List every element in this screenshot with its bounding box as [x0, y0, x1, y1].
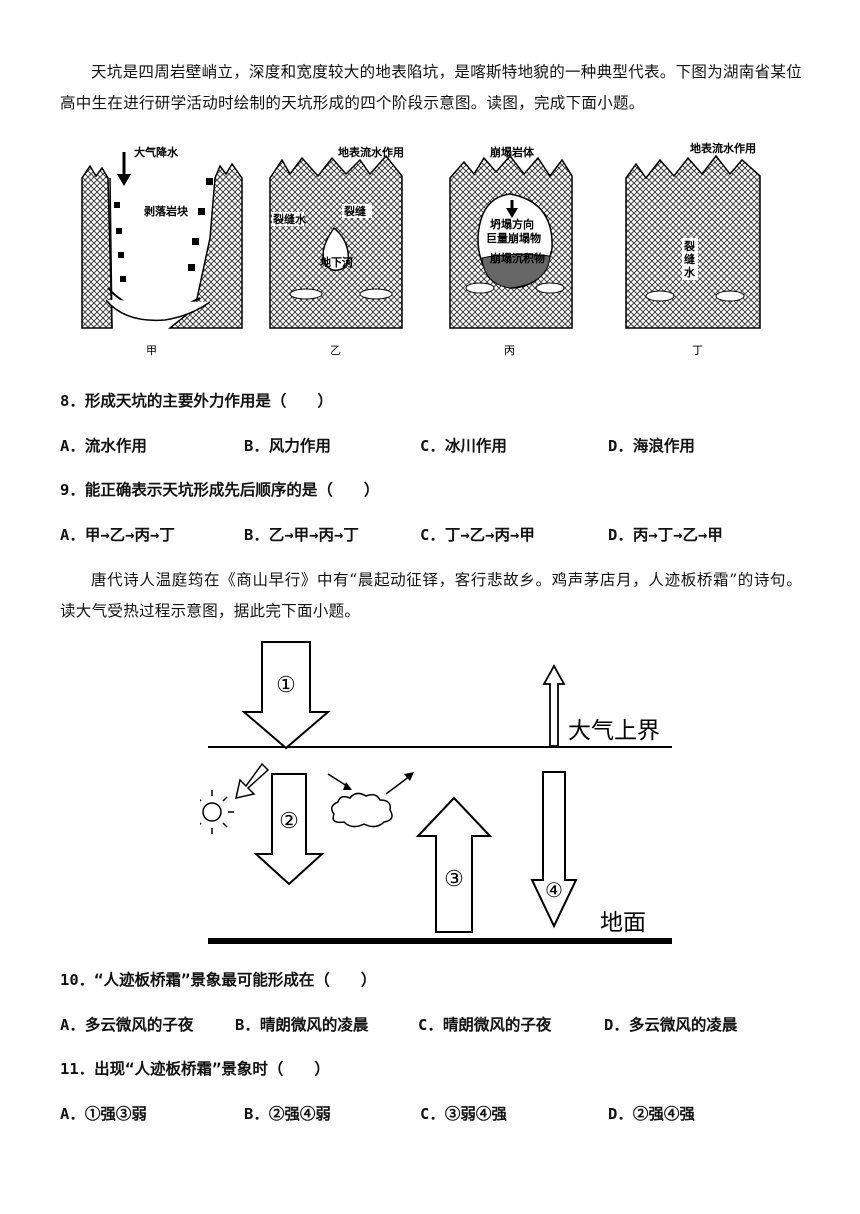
label-fissure-water: 裂缝水	[272, 212, 307, 226]
arrow-3-label: ③	[444, 867, 464, 892]
q10-option-a[interactable]: A．多云微风的子夜	[60, 1016, 194, 1034]
q10-option-b[interactable]: B．晴朗微风的凌晨	[235, 1016, 369, 1034]
arrow-1-label: ①	[276, 673, 296, 698]
q10-option-d[interactable]: D．多云微风的凌晨	[604, 1016, 738, 1034]
label-ding-1: 裂	[683, 239, 695, 253]
question-10-stem: 10．“人迹板桥霜”景象最可能形成在（ ）	[60, 971, 377, 989]
arrow-4-label: ④	[545, 878, 563, 902]
label-surface-water-2: 地表流水作用	[338, 145, 404, 159]
passage-2: 唐代诗人温庭筠在《商山早行》中有“晨起动征铎，客行悲故乡。鸡声茅店月，人迹板桥霜…	[60, 571, 802, 620]
q8-option-b[interactable]: B．风力作用	[244, 437, 331, 455]
q11-option-b[interactable]: B．②强④弱	[244, 1105, 331, 1123]
escape-arrow-icon	[542, 664, 566, 747]
arrow-2-label: ②	[279, 809, 299, 834]
label-collapse-direction: 坍塌方向	[490, 217, 534, 231]
question-8-stem: 8．形成天坑的主要外力作用是（ ）	[60, 392, 333, 410]
q9-option-b[interactable]: B．乙→甲→丙→丁	[244, 526, 359, 544]
falling-rocks	[114, 178, 213, 282]
caption-jia: 甲	[146, 344, 157, 357]
label-collapse-rock: 崩塌岩体	[490, 145, 535, 159]
scatter-out-arrow-icon	[404, 772, 414, 781]
q9-option-a[interactable]: A．甲→乙→丙→丁	[60, 526, 175, 544]
question-11-stem: 11．出现“人迹板桥霜”景象时（ ）	[60, 1060, 330, 1078]
q9-option-d[interactable]: D．丙→丁→乙→甲	[608, 526, 723, 544]
arrow-3-ground-radiation-up	[415, 796, 493, 933]
arrow-1-solar-radiation	[241, 641, 331, 750]
q9-option-c[interactable]: C．丁→乙→丙→甲	[420, 526, 535, 544]
caption-yi: 乙	[330, 344, 341, 357]
label-collapse-mass: 巨量崩塌物	[486, 231, 541, 245]
upper-atmosphere-label: 大气上界	[568, 718, 660, 744]
q11-option-d[interactable]: D．②强④强	[608, 1105, 695, 1123]
rain-arrow-icon	[117, 174, 131, 186]
scatter-arrow-icon	[343, 782, 352, 790]
cloud-icon	[331, 792, 393, 828]
label-collapse-deposit: 崩塌沉积物	[490, 251, 545, 265]
ground-label: 地面	[600, 910, 646, 936]
q11-option-c[interactable]: C．③弱④强	[420, 1105, 507, 1123]
atmosphere-heating-figure: ① ② ③ ④ 大气上界 地面	[200, 641, 672, 944]
q8-option-a[interactable]: A．流水作用	[60, 437, 147, 455]
q8-option-c[interactable]: C．冰川作用	[420, 437, 507, 455]
q10-option-c[interactable]: C．晴朗微风的子夜	[418, 1016, 552, 1034]
question-9-stem: 9．能正确表示天坑形成先后顺序的是（ ）	[60, 481, 380, 499]
label-precipitation: 大气降水	[134, 145, 179, 159]
caption-bing: 丙	[504, 344, 515, 357]
panel-yi: 地表流水作用 裂缝水 裂缝 地下河 乙	[269, 145, 404, 357]
sun-icon	[200, 790, 234, 834]
caption-ding: 丁	[692, 344, 703, 357]
arrow-4-counter-radiation	[530, 771, 578, 929]
q8-option-d[interactable]: D．海浪作用	[608, 437, 695, 455]
reflection-arrow-icon	[235, 762, 270, 799]
panel-ding: 地表流水作用 裂 缝 水 丁	[625, 141, 761, 357]
arrow-2-ground-radiation	[253, 773, 325, 886]
label-underground-river: 地下河	[320, 255, 353, 269]
label-ding-2: 缝	[684, 252, 695, 266]
tiankeng-stages-figure: 大气降水 剥落岩块 甲 地表流水作用 裂缝水 裂缝 地下河 乙 崩塌岩体 坍塌方…	[81, 141, 761, 357]
panel-jia: 大气降水 剥落岩块 甲	[81, 145, 243, 357]
label-ding-3: 水	[684, 265, 696, 279]
panel-bing: 崩塌岩体 坍塌方向 巨量崩塌物 崩塌沉积物 丙	[449, 145, 573, 357]
q11-option-a[interactable]: A．①强③弱	[60, 1105, 147, 1123]
passage-1: 天坑是四周岩壁峭立，深度和宽度较大的地表陷坑，是喀斯特地貌的一种典型代表。下图为…	[60, 63, 803, 112]
label-falling-rocks: 剥落岩块	[144, 204, 189, 218]
label-fissure: 裂缝	[343, 204, 366, 218]
label-surface-water-4: 地表流水作用	[690, 141, 756, 155]
